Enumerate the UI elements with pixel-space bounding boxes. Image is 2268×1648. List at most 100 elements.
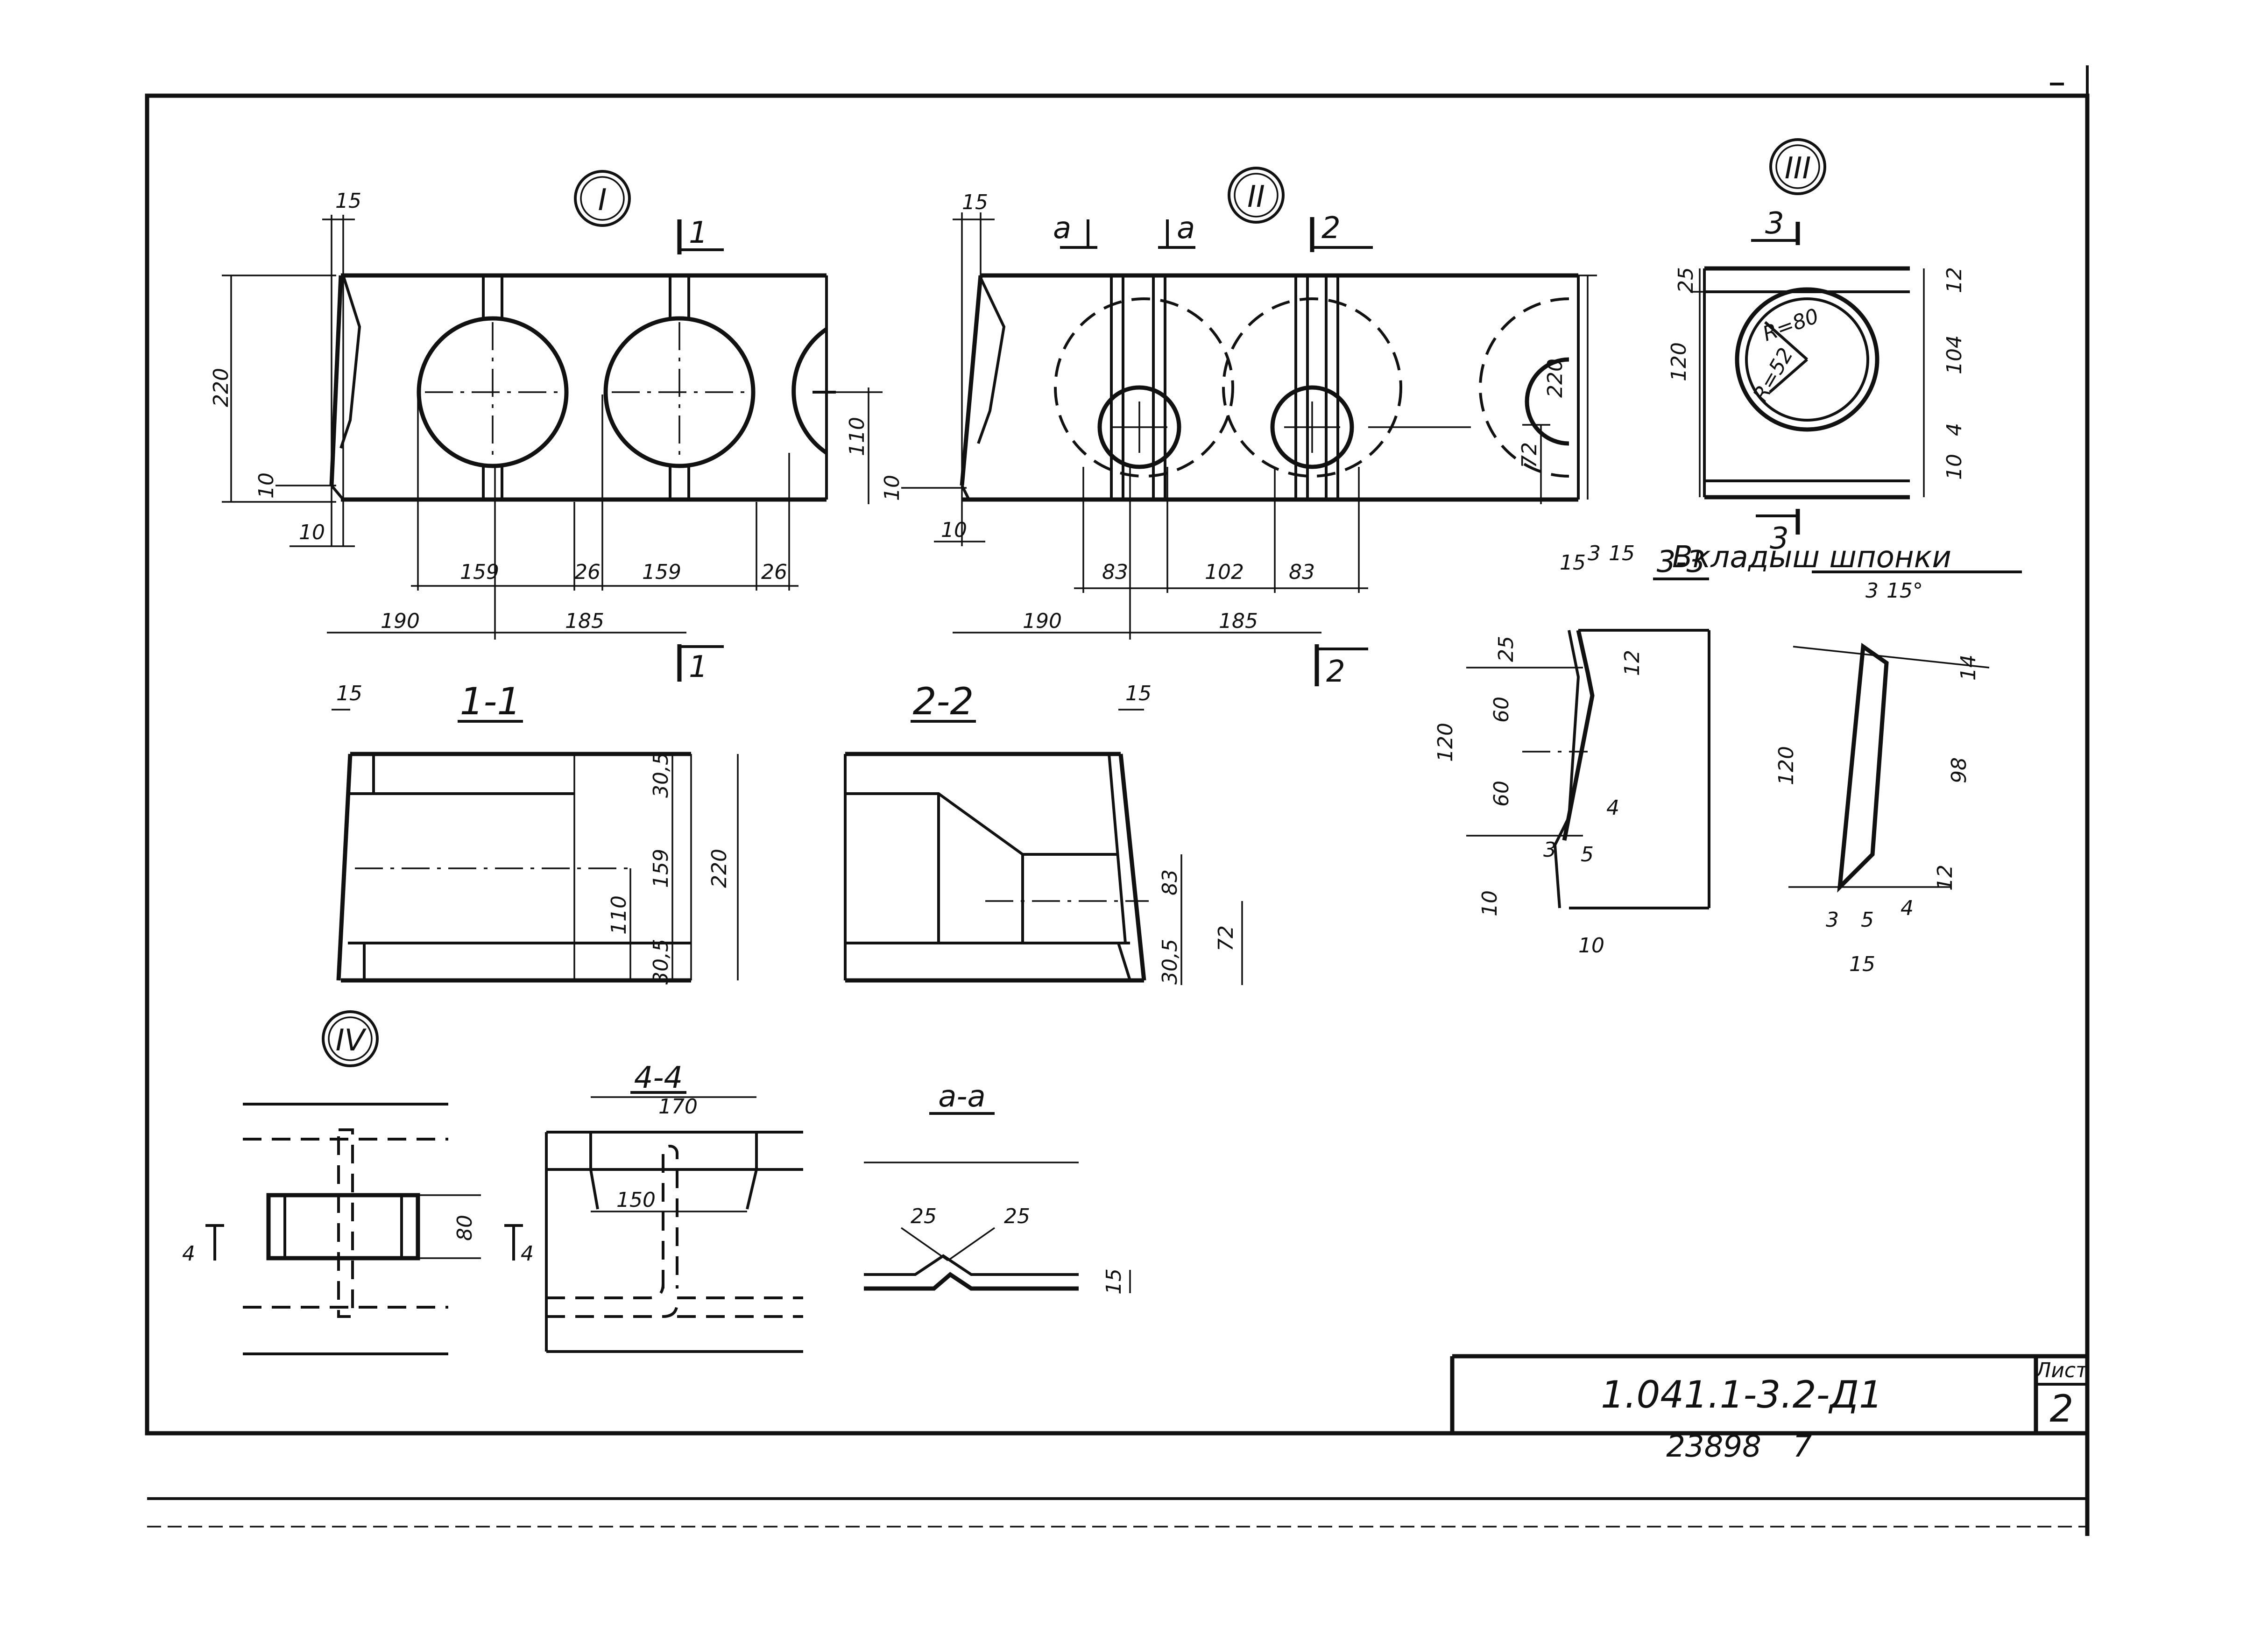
section-1-1-title: 1-1 (460, 680, 521, 723)
v2-dim-83a: 83 (1102, 560, 1128, 584)
cut-4-right: 4 (521, 1242, 534, 1266)
s11-dim-159: 159 (649, 849, 673, 888)
cut-a-left: a (1053, 211, 1071, 246)
s22-dim-15: 15 (1125, 682, 1152, 705)
view-IV-label: IV (336, 1023, 367, 1058)
section-4-4: 4-4 170 150 (545, 1061, 803, 1353)
s33-dim-4: 4 (1606, 796, 1619, 820)
v2-dim-10a: 10 (880, 475, 904, 501)
section-4-4-title: 4-4 (634, 1061, 683, 1095)
title-block: 1.041.1-3.2-Д1 Лист 2 23898 7 (1450, 1354, 2088, 1464)
cut-4-left: 4 (182, 1242, 195, 1266)
key-dim-3b: 3 (1826, 908, 1839, 932)
key-insert: Вкладыш шпонки 3 15° 14 120 98 12 3 5 4 … (1672, 540, 2022, 976)
sheet-label: Лист (2035, 1359, 2088, 1382)
cut-1-bottom: 1 (689, 650, 708, 684)
v1-dim-10b: 10 (299, 521, 325, 544)
view-II-label: II (1247, 180, 1265, 214)
document-code: 1.041.1-3.2-Д1 (1601, 1373, 1883, 1416)
view-II: II a a 2 2 (880, 167, 1597, 689)
saa-dim-25a: 25 (911, 1204, 937, 1228)
s22-dim-72: 72 (1214, 925, 1238, 951)
v2-dim-185: 185 (1219, 609, 1258, 633)
saa-dim-15: 15 (1102, 1268, 1126, 1295)
s11-dim-30-5b: 30,5 (649, 939, 673, 985)
s33-dim-120: 120 (1434, 723, 1457, 762)
s33-dim-60a: 60 (1490, 697, 1513, 723)
section-2-2-title: 2-2 (913, 680, 974, 723)
v3-dim-104: 104 (1943, 335, 1966, 374)
section-3-3-title: 3-3 (1657, 545, 1706, 579)
section-a-a-title: a-a (938, 1079, 986, 1114)
v1-dim-15: 15 (335, 189, 361, 213)
s33-dim-25: 25 (1494, 636, 1518, 662)
s11-dim-110: 110 (607, 895, 631, 935)
view-III: III 3 3 R=80 R=52 25 120 12 104 4 10 (1667, 138, 1966, 556)
s33-dim-3b: 3 (1543, 838, 1556, 862)
v1-dim-26a: 26 (574, 560, 601, 584)
key-dim-3: 3 (1865, 579, 1879, 603)
v1-dim-185: 185 (565, 609, 604, 633)
s33-dim-15a: 15 (1560, 551, 1586, 575)
view-I-label: I (598, 183, 607, 218)
v4-dim-80: 80 (453, 1215, 477, 1241)
v1-dim-110: 110 (845, 417, 869, 456)
key-dim-4: 4 (1901, 896, 1914, 920)
key-dim-5: 5 (1861, 908, 1874, 932)
cut-1-top: 1 (689, 216, 708, 250)
s44-dim-150: 150 (616, 1188, 656, 1212)
sheet-frame (145, 65, 2090, 1536)
key-insert-title: Вкладыш шпонки (1672, 540, 1951, 575)
s33-dim-60b: 60 (1490, 781, 1513, 807)
v2-dim-190: 190 (1023, 609, 1062, 633)
v3-dim-10: 10 (1943, 454, 1966, 480)
cut-3-top: 3 (1765, 206, 1784, 241)
v1-dim-220: 220 (209, 368, 233, 407)
section-2-2: 2-2 15 83 30,5 72 (844, 680, 1243, 985)
key-dim-98: 98 (1947, 757, 1971, 783)
s33-dim-10a: 10 (1478, 890, 1502, 916)
s33-dim-15b: 15 (1609, 542, 1635, 565)
v2-dim-102: 102 (1205, 560, 1244, 584)
v1-dim-10a: 10 (254, 472, 278, 499)
cut-3-bottom: 3 (1770, 521, 1789, 556)
s11-dim-30-5a: 30,5 (649, 752, 673, 798)
v3-dim-12: 12 (1943, 267, 1966, 293)
v3-dim-4: 4 (1943, 423, 1966, 436)
s44-dim-170: 170 (658, 1095, 698, 1119)
sheet-number: 2 (2050, 1387, 2074, 1430)
s33-dim-12: 12 (1620, 650, 1644, 676)
key-dim-12: 12 (1933, 865, 1957, 891)
s33-dim-3: 3 (1588, 542, 1601, 565)
s33-dim-10b: 10 (1578, 934, 1604, 958)
s11-dim-15: 15 (336, 682, 362, 705)
v2-dim-83b: 83 (1289, 560, 1315, 584)
key-dim-15deg: 15° (1886, 579, 1923, 603)
section-1-1: 1-1 15 30,5 159 220 110 30,5 (332, 680, 739, 985)
v2-dim-15: 15 (962, 190, 988, 214)
cut-2-top: 2 (1321, 211, 1341, 246)
v2-dim-10b: 10 (941, 518, 967, 542)
v2-dim-72: 72 (1518, 442, 1541, 468)
key-dim-15: 15 (1849, 952, 1875, 976)
v1-dim-159b: 159 (642, 560, 681, 584)
s11-dim-220: 220 (707, 849, 731, 888)
v1-dim-190: 190 (381, 609, 420, 633)
s33-dim-5: 5 (1581, 843, 1594, 866)
cut-a-right: a (1177, 211, 1195, 246)
view-IV: IV 80 4 4 (182, 1010, 534, 1355)
section-a-a: a-a 25 25 15 (864, 1079, 1131, 1295)
saa-dim-25b: 25 (1004, 1204, 1030, 1228)
v3-radius-80: R=80 (1759, 304, 1822, 346)
inventory-number: 23898 (1666, 1430, 1761, 1464)
section-3-3: 3-3 15 3 15 25 12 120 60 60 4 3 5 10 10 (1434, 542, 1710, 958)
v2-dim-220: 220 (1543, 359, 1567, 398)
v1-dim-159a: 159 (460, 560, 499, 584)
v1-dim-26b: 26 (761, 560, 787, 584)
s22-dim-30-5: 30,5 (1158, 939, 1182, 985)
v3-dim-120: 120 (1667, 342, 1691, 381)
key-dim-14: 14 (1957, 655, 1980, 681)
key-dim-120: 120 (1774, 746, 1798, 785)
cut-2-bottom: 2 (1326, 655, 1345, 689)
